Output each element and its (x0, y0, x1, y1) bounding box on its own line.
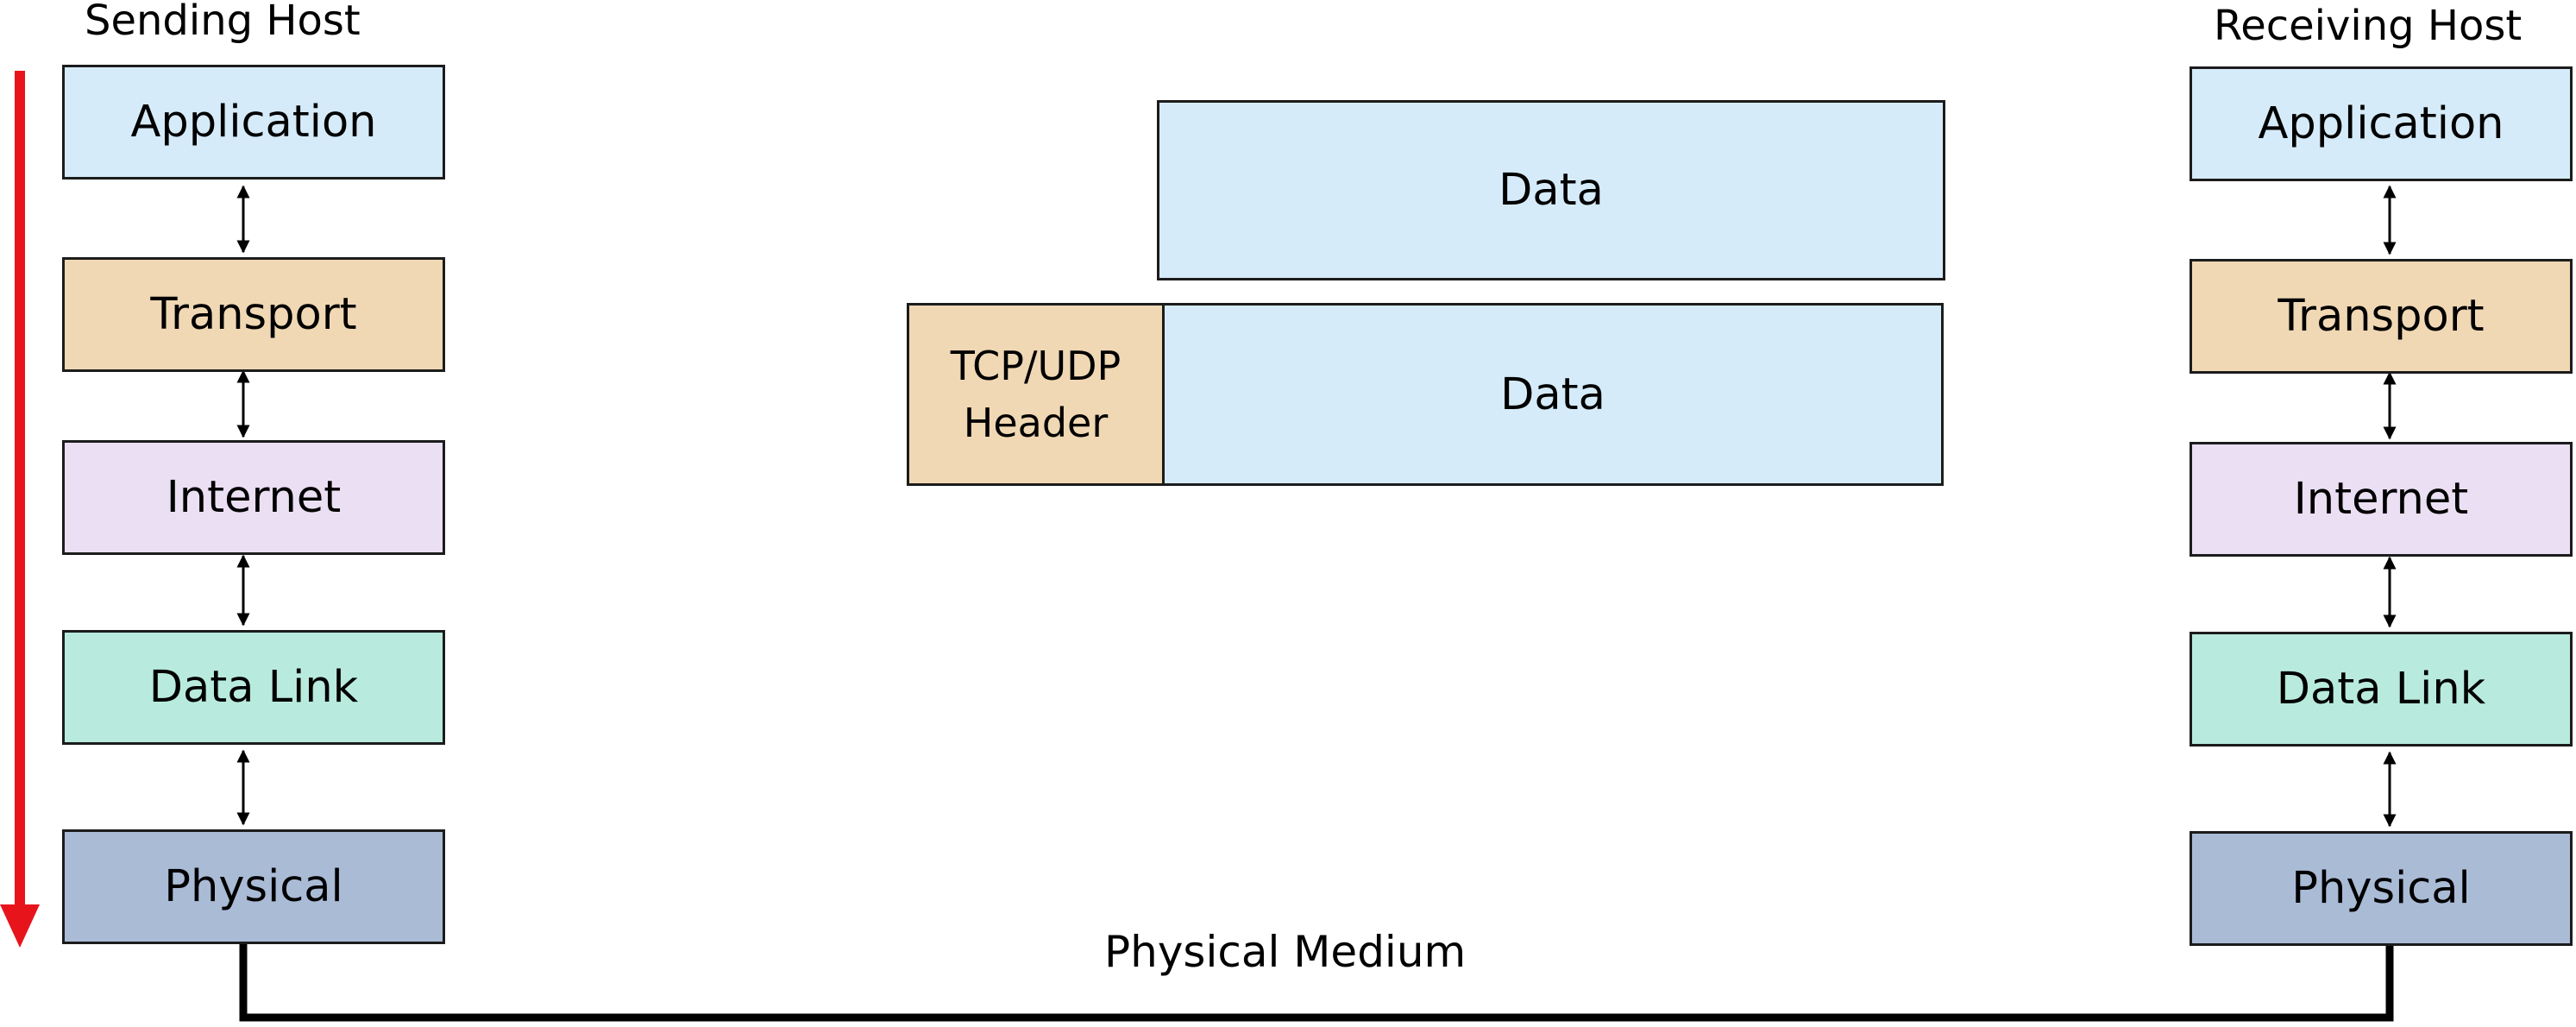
receiving-layer-data-link: Data Link (2190, 632, 2573, 747)
sending-layer-physical: Physical (62, 829, 445, 944)
header-label-line1: TCP/UDP (950, 343, 1122, 389)
sending-layer-internet: Internet (62, 440, 445, 555)
receiving-layer-application: Application (2190, 66, 2573, 181)
receiving-layer-physical: Physical (2190, 831, 2573, 946)
sending-host-title: Sending Host (85, 0, 361, 45)
segment-data-block: Data (1162, 303, 1944, 486)
application-data-block: Data (1157, 100, 1945, 280)
sending-layer-transport: Transport (62, 257, 445, 372)
physical-medium-cable (239, 944, 2394, 1022)
sending-layer-data-link: Data Link (62, 630, 445, 745)
tcp-udp-header-block: TCP/UDP Header (907, 303, 1165, 486)
downward-flow-arrow (0, 71, 40, 948)
physical-medium-label: Physical Medium (1104, 927, 1467, 977)
header-label-line2: Header (963, 400, 1109, 446)
receiving-layer-internet: Internet (2190, 442, 2573, 557)
receiving-host-title: Receiving Host (2214, 2, 2523, 50)
receiving-layer-transport: Transport (2190, 259, 2573, 374)
sending-layer-application: Application (62, 65, 445, 180)
